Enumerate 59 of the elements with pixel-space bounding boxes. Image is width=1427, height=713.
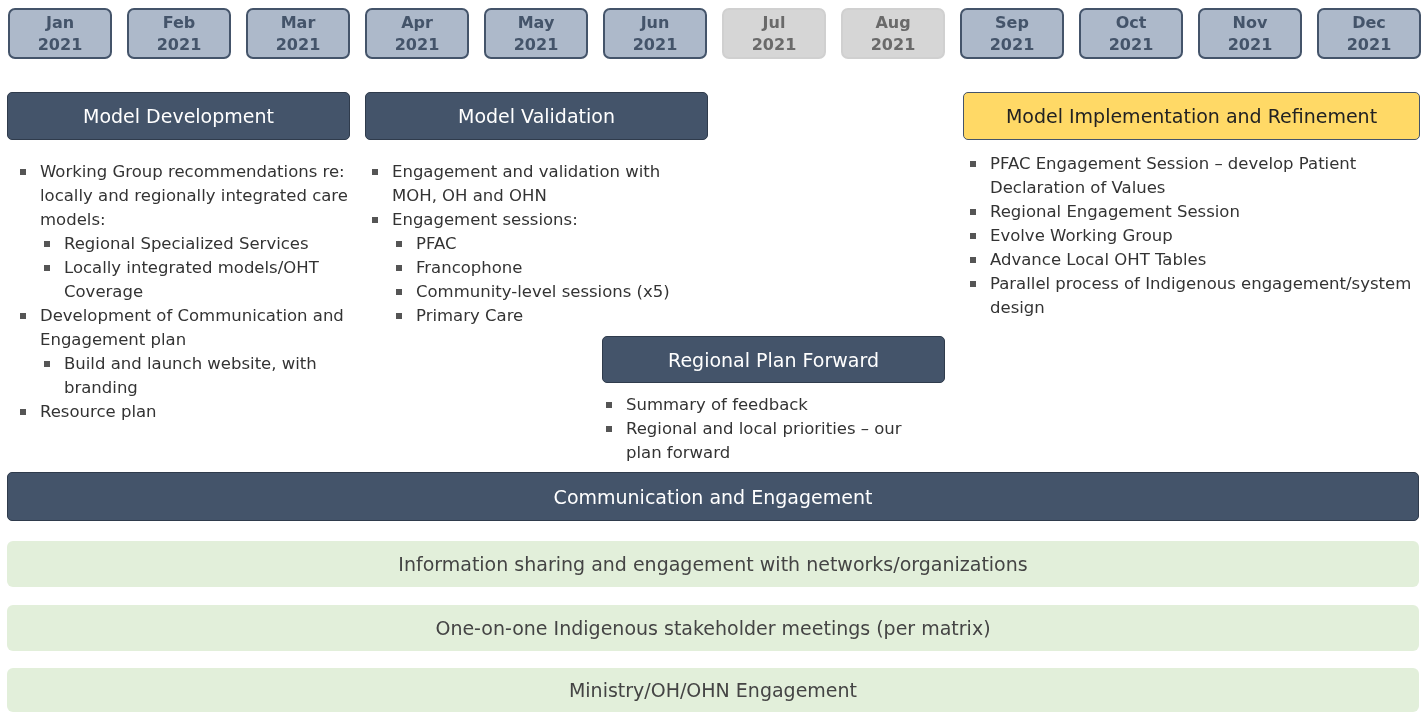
header-text: Information sharing and engagement with networks/organizations <box>398 553 1028 575</box>
bullet-item: Locally integrated models/OHT Coverage <box>42 256 348 304</box>
bullet-item: Build and launch website, with branding <box>42 352 348 400</box>
bullet-item: Parallel process of Indigenous engagement/system design <box>968 272 1413 320</box>
bullet-item: Regional Engagement Session <box>968 200 1413 224</box>
month-box <box>127 8 231 59</box>
bullet-item: Evolve Working Group <box>968 224 1413 248</box>
bullet-item: Resource plan <box>18 400 348 424</box>
month-label: May 2021 <box>512 11 560 56</box>
header-text: Model Implementation and Refinement <box>1005 105 1378 127</box>
month-box <box>1317 8 1421 59</box>
bullet-item: Regional and local priorities – our plan forward <box>604 417 924 465</box>
header-text: Communication and Engagement <box>553 485 873 508</box>
month-label: Feb 2021 <box>155 11 203 56</box>
month-box <box>841 8 945 59</box>
phase-header-box <box>365 92 708 140</box>
month-box <box>1198 8 1302 59</box>
activity-band <box>7 541 1419 587</box>
month-box <box>8 8 112 59</box>
activity-band <box>7 605 1419 651</box>
month-box <box>960 8 1064 59</box>
bullet-item: Engagement and validation with MOH, OH and OHN <box>370 160 690 208</box>
phase-header-box <box>7 92 350 140</box>
month-box <box>365 8 469 59</box>
month-label: Dec 2021 <box>1345 11 1393 56</box>
bullet-item: Primary Care <box>394 304 690 328</box>
bullet-item: Regional Specialized Services <box>42 232 348 256</box>
bullet-item: Community-level sessions (x5) <box>394 280 690 304</box>
bullet-item: Development of Communication and Engagement plan <box>18 304 348 352</box>
month-label: Jun 2021 <box>631 11 679 56</box>
month-box <box>1079 8 1183 59</box>
month-label: Sep 2021 <box>988 11 1036 56</box>
month-box <box>484 8 588 59</box>
header-text: Model Validation <box>458 105 615 127</box>
header-text: Regional Plan Forward <box>668 348 879 371</box>
month-label: Apr 2021 <box>393 11 441 56</box>
section-header-bar <box>7 472 1419 521</box>
month-label: Oct 2021 <box>1107 11 1155 56</box>
month-label: Jul 2021 <box>750 11 798 56</box>
header-text: Model Development <box>83 105 274 127</box>
bullet-item: Engagement sessions: <box>370 208 690 232</box>
month-box <box>603 8 707 59</box>
activity-band <box>7 668 1419 712</box>
month-label: Mar 2021 <box>274 11 322 56</box>
bullet-item: Working Group recommendations re: locally and regionally integrated care models: <box>18 160 348 232</box>
header-text: Ministry/OH/OHN Engagement <box>568 679 858 701</box>
month-box <box>246 8 350 59</box>
month-label: Nov 2021 <box>1226 11 1274 56</box>
bullet-item: Advance Local OHT Tables <box>968 248 1413 272</box>
month-box <box>722 8 826 59</box>
header-text: One-on-one Indigenous stakeholder meetings (per matrix) <box>435 617 991 639</box>
phase-header-box <box>963 92 1420 140</box>
month-label: Jan 2021 <box>36 11 84 56</box>
bullet-item: PFAC Engagement Session – develop Patient Declaration of Values <box>968 152 1413 200</box>
bullet-item: Summary of feedback <box>604 393 924 417</box>
phase-header-box <box>602 336 945 383</box>
month-label: Aug 2021 <box>869 11 917 56</box>
bullet-item: PFAC <box>394 232 690 256</box>
bullet-item: Francophone <box>394 256 690 280</box>
